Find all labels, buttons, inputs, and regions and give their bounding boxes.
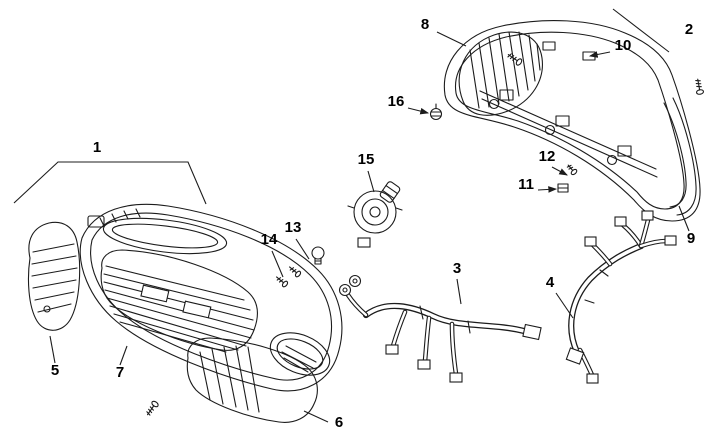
grille-vent	[182, 300, 212, 319]
screw	[289, 266, 302, 278]
callout-label-5: 5	[51, 362, 59, 379]
nut-part-11	[557, 183, 569, 193]
callout-label-8: 8	[421, 16, 429, 33]
side-panel-part-5	[27, 221, 81, 331]
leader-line-8	[436, 31, 467, 47]
side-panel-hatch	[31, 243, 78, 313]
callout-label-15: 15	[358, 151, 375, 168]
callout-label-4: 4	[546, 274, 555, 291]
callout-label-6: 6	[335, 414, 343, 431]
connector	[385, 344, 399, 355]
wiring-harness-4-drawing	[565, 210, 677, 384]
leader-line-12	[551, 166, 568, 176]
bulb-part-13	[311, 246, 325, 265]
connector	[565, 347, 585, 365]
leader-line-1	[13, 161, 207, 205]
screw	[146, 400, 159, 416]
console-outer-shell	[79, 203, 343, 392]
socket-part-16	[429, 103, 443, 121]
screw	[507, 53, 523, 66]
outer-frame-inner-line	[454, 31, 685, 210]
mounting-bar	[479, 90, 658, 178]
connector	[522, 323, 542, 341]
leader-line-14	[271, 250, 284, 278]
round-connector	[348, 274, 362, 288]
console-inner-line	[90, 212, 333, 381]
bulb-socket-cluster	[606, 145, 632, 166]
console-edge-ticks	[99, 208, 141, 227]
leader-line-15	[367, 170, 375, 193]
grille-hatch	[103, 265, 255, 353]
connector	[417, 359, 431, 370]
callout-label-10: 10	[615, 37, 632, 54]
side-panel-hole	[43, 305, 51, 313]
leader-line-3	[456, 278, 462, 305]
instrument-opening-inner	[111, 223, 219, 249]
lens-hatch-lines	[469, 31, 541, 109]
connector	[664, 235, 677, 246]
leader-line-6	[303, 410, 329, 423]
leader-line-13	[295, 238, 310, 260]
tape-marks	[584, 269, 609, 304]
leader-line-4	[555, 292, 574, 319]
callout-label-1: 1	[93, 139, 101, 156]
lower-panel-part-6	[186, 337, 318, 423]
connector	[584, 236, 597, 247]
round-connector	[338, 283, 352, 297]
outer-frame-outline	[443, 20, 701, 222]
console-end-opening	[269, 332, 331, 376]
connector	[641, 210, 654, 221]
instrument-opening	[102, 217, 228, 255]
lower-panel-hatch	[199, 345, 260, 413]
screw	[695, 78, 705, 95]
connector	[586, 373, 599, 384]
callout-label-13: 13	[285, 219, 302, 236]
leader-line-16	[407, 107, 430, 115]
bulb-socket-cluster	[488, 89, 514, 110]
leader-line-7	[119, 345, 128, 366]
end-opening-hatch	[281, 345, 317, 373]
grille-vent	[140, 284, 170, 303]
tape-marks	[419, 305, 471, 334]
callout-label-11: 11	[518, 176, 534, 193]
leader-line-11	[537, 186, 558, 193]
wiring-harness-3-drawing	[338, 274, 542, 383]
leader-line-5	[49, 335, 56, 364]
console-tab	[87, 215, 105, 228]
leader-lines	[13, 8, 690, 423]
leader-line-10	[588, 51, 611, 58]
connector	[614, 216, 627, 227]
console-assembly-drawing	[27, 181, 403, 423]
callout-label-2: 2	[685, 21, 693, 38]
right-lens-outline	[663, 97, 697, 216]
leader-line-2	[612, 8, 670, 53]
callout-label-3: 3	[453, 260, 461, 277]
bulb-socket-cluster	[544, 115, 570, 136]
bolt-part-12	[566, 164, 578, 176]
callout-label-14: 14	[261, 231, 278, 248]
callout-label-12: 12	[539, 148, 556, 165]
leader-line-9	[678, 205, 690, 232]
grille-part-7	[100, 249, 258, 351]
callout-label-16: 16	[388, 93, 405, 110]
connector	[449, 372, 463, 383]
taillight-assembly-drawing	[429, 20, 705, 222]
bulb-socket-part-15	[347, 181, 403, 248]
clip	[542, 41, 556, 51]
clip	[582, 51, 596, 61]
lens-outline	[458, 31, 543, 116]
callout-label-9: 9	[687, 230, 695, 247]
callout-label-7: 7	[116, 364, 124, 381]
screw-part-14	[276, 276, 289, 288]
